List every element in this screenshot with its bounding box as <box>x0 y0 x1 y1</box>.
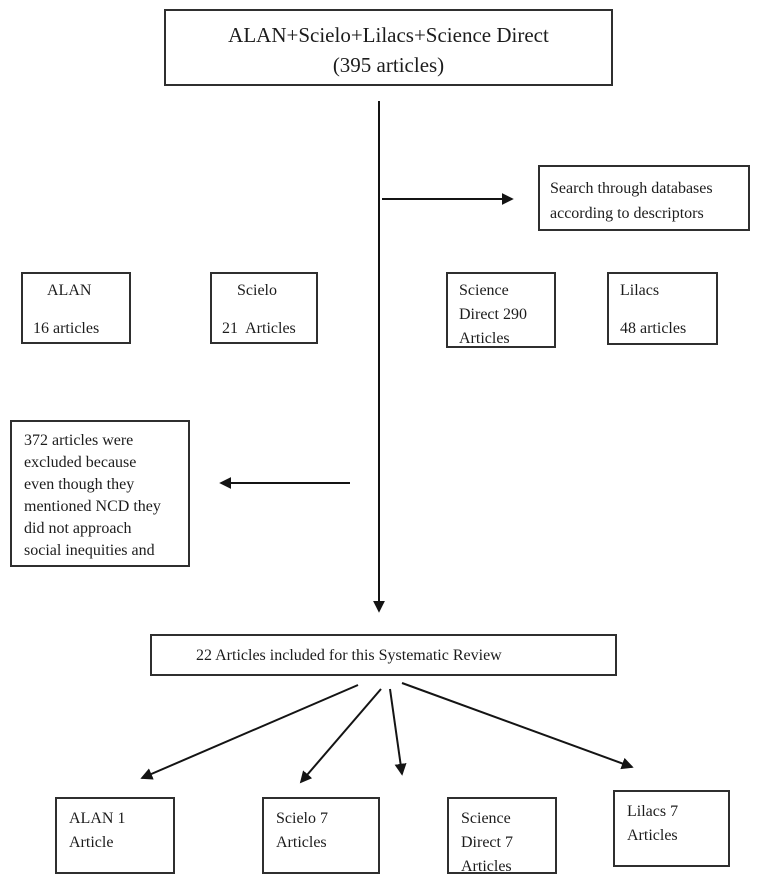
box-included-alan: ALAN 1 Article <box>55 797 175 874</box>
arrow-to-scielo-included <box>299 688 382 784</box>
box-db-lilacs: Lilacs 48 articles <box>607 272 718 345</box>
arrow-to-alan-included <box>140 684 359 780</box>
box-db-science-direct: Science Direct 290 Articles <box>446 272 556 348</box>
arrow-to-lilacs-included <box>401 682 634 770</box>
box-included-science-direct: Science Direct 7 Articles <box>447 797 557 875</box>
box-included-articles: 22 Articles included for this Systematic… <box>150 634 617 676</box>
box-included-scielo: Scielo 7 Articles <box>262 797 380 874</box>
box-total-articles: ALAN+Scielo+Lilacs+Science Direct (395 a… <box>164 9 613 86</box>
box-excluded-articles: 372 articles were excluded because even … <box>10 420 190 567</box>
box-included-lilacs: Lilacs 7 Articles <box>613 790 730 867</box>
box-search-note: Search through databases according to de… <box>538 165 750 231</box>
arrow-to-science-direct-included <box>389 688 407 776</box>
box-db-alan: ALAN 16 articles <box>21 272 131 344</box>
box-db-scielo: Scielo 21 Articles <box>210 272 318 344</box>
